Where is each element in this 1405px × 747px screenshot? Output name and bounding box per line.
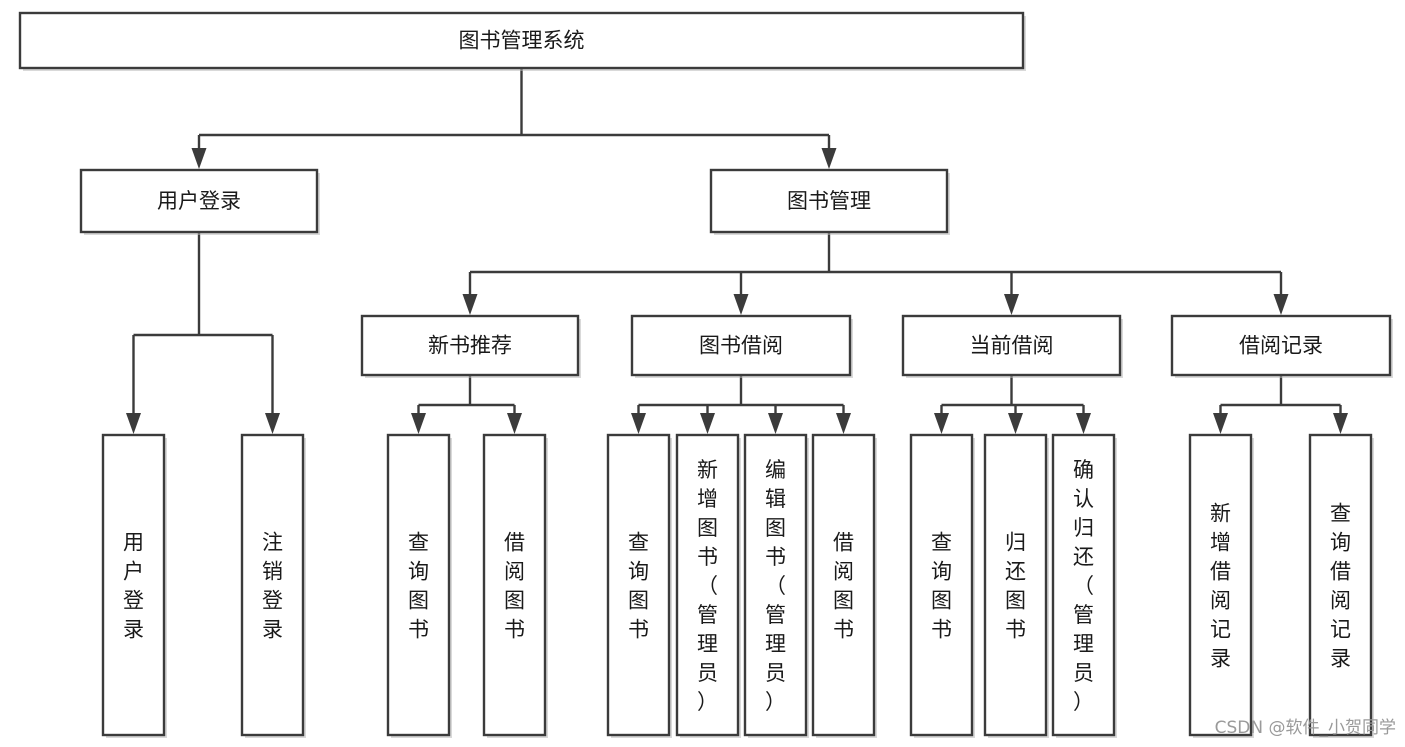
node-label: 查询图书 [628, 531, 649, 642]
node-label: 编辑图书（管理员） [765, 458, 786, 714]
node-box[interactable] [1051, 433, 1116, 737]
node-label: 当前借阅 [970, 334, 1054, 358]
node-label: 查询借阅记录 [1330, 502, 1351, 671]
node-box[interactable] [743, 433, 808, 737]
arrow-head-icon [768, 413, 783, 434]
node-label: 借阅图书 [504, 531, 525, 642]
node-box[interactable] [811, 433, 876, 737]
node-label: 新书推荐 [428, 334, 512, 358]
node-label: 用户登录 [123, 531, 144, 642]
node-leaf-query-borrow-record[interactable]: 查询借阅记录 [1308, 433, 1374, 738]
arrow-head-icon [836, 413, 851, 434]
edge-group-book-manage [462, 232, 1289, 315]
arrow-head-icon [1213, 413, 1228, 434]
node-box[interactable] [606, 433, 671, 737]
node-current-borrow[interactable]: 当前借阅 [901, 314, 1123, 378]
arrow-head-icon [507, 413, 522, 434]
node-box[interactable] [1170, 314, 1392, 377]
node-box[interactable] [630, 314, 852, 377]
node-box[interactable] [709, 168, 949, 234]
arrow-head-icon [1004, 294, 1019, 315]
edge-group-current-borrow [934, 375, 1091, 434]
arrow-head-icon [1273, 294, 1289, 315]
node-leaf-return-book[interactable]: 归还图书 [983, 433, 1049, 738]
node-leaf-query-book-current[interactable]: 查询图书 [909, 433, 975, 738]
node-label: 图书管理系统 [459, 29, 585, 53]
node-box[interactable] [18, 11, 1025, 70]
node-leaf-confirm-return-admin[interactable]: 确认归还（管理员） [1051, 433, 1117, 738]
node-box[interactable] [240, 433, 305, 737]
node-label: 新增借阅记录 [1210, 502, 1231, 671]
node-user-login[interactable]: 用户登录 [79, 168, 320, 235]
node-label: 借阅图书 [833, 531, 854, 642]
arrow-head-icon [821, 148, 837, 169]
arrow-head-icon [700, 413, 715, 434]
node-root[interactable]: 图书管理系统 [18, 11, 1026, 71]
node-box[interactable] [482, 433, 547, 737]
node-label: 归还图书 [1005, 531, 1026, 642]
edge-group-new-book-recommend [411, 375, 522, 434]
node-leaf-add-book-admin[interactable]: 新增图书（管理员） [675, 433, 741, 738]
node-label: 借阅记录 [1239, 334, 1323, 358]
arrow-head-icon [265, 413, 280, 434]
node-leaf-logout[interactable]: 注销登录 [240, 433, 306, 738]
arrow-head-icon [733, 294, 749, 315]
node-label: 图书管理 [787, 189, 871, 213]
arrow-head-icon [191, 148, 207, 169]
node-label: 确认归还（管理员） [1073, 458, 1094, 714]
node-new-book-recommend[interactable]: 新书推荐 [360, 314, 581, 378]
edge-group-borrow-record [1213, 375, 1348, 434]
arrow-head-icon [1076, 413, 1091, 434]
node-box[interactable] [1308, 433, 1373, 737]
node-box[interactable] [79, 168, 319, 234]
node-leaf-add-borrow-record[interactable]: 新增借阅记录 [1188, 433, 1254, 738]
node-box[interactable] [360, 314, 580, 377]
node-leaf-edit-book-admin[interactable]: 编辑图书（管理员） [743, 433, 809, 738]
arrow-head-icon [631, 413, 646, 434]
node-box[interactable] [386, 433, 451, 737]
node-book-manage[interactable]: 图书管理 [709, 168, 950, 235]
node-leaf-borrow-book-recommend[interactable]: 借阅图书 [482, 433, 548, 738]
node-book-borrow[interactable]: 图书借阅 [630, 314, 853, 378]
node-box[interactable] [901, 314, 1122, 377]
node-label: 新增图书（管理员） [697, 458, 718, 714]
arrow-head-icon [1333, 413, 1348, 434]
node-label: 查询图书 [931, 531, 952, 642]
node-box[interactable] [983, 433, 1048, 737]
arrow-head-icon [126, 413, 141, 434]
edge-group-book-borrow [631, 375, 851, 434]
node-leaf-user-login[interactable]: 用户登录 [101, 433, 167, 738]
edges-layer [126, 68, 1348, 434]
node-leaf-borrow-book[interactable]: 借阅图书 [811, 433, 877, 738]
node-leaf-query-book-recommend[interactable]: 查询图书 [386, 433, 452, 738]
arrow-head-icon [411, 413, 426, 434]
node-label: 图书借阅 [699, 334, 783, 358]
arrow-head-icon [934, 413, 949, 434]
node-leaf-query-book-borrow[interactable]: 查询图书 [606, 433, 672, 738]
node-label: 注销登录 [262, 531, 283, 642]
edge-group-user-login [126, 232, 280, 434]
nodes-layer: 图书管理系统用户登录图书管理新书推荐图书借阅当前借阅借阅记录用户登录注销登录查询… [18, 11, 1393, 738]
node-label: 用户登录 [157, 189, 241, 213]
node-box[interactable] [1188, 433, 1253, 737]
arrow-head-icon [1008, 413, 1023, 434]
arrow-head-icon [462, 294, 478, 315]
node-box[interactable] [101, 433, 166, 737]
csdn-watermark: CSDN @软件_小贺同学 [1215, 718, 1396, 738]
node-borrow-record[interactable]: 借阅记录 [1170, 314, 1393, 378]
node-label: 查询图书 [408, 531, 429, 642]
node-box[interactable] [909, 433, 974, 737]
node-box[interactable] [675, 433, 740, 737]
edge-group-root [191, 68, 837, 169]
